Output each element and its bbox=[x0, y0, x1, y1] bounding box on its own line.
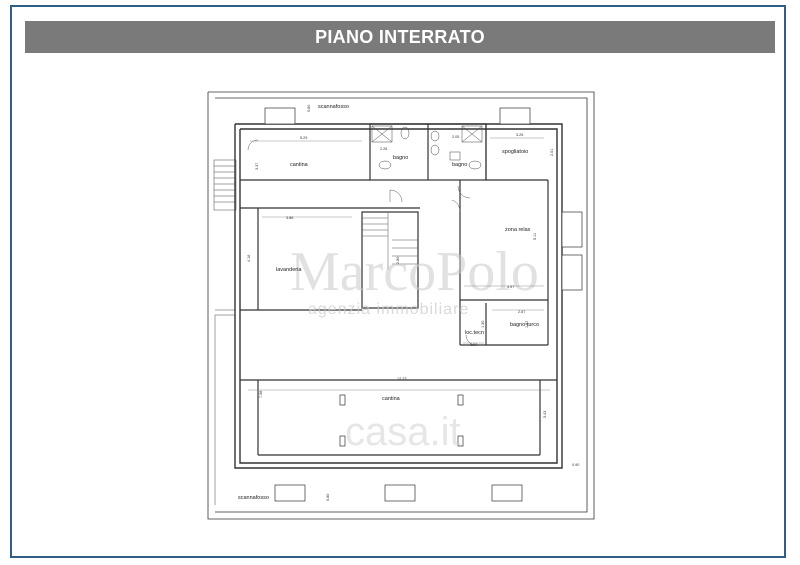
dim-label: 1.87 bbox=[525, 321, 529, 328]
dim-label: 2.05 bbox=[452, 135, 459, 139]
room-label-bagno-1: bagno bbox=[393, 155, 408, 161]
dim-label: 0.90 bbox=[572, 463, 579, 467]
room-label-bagno-2: bagno bbox=[452, 162, 467, 168]
internal-stair bbox=[362, 212, 418, 270]
brand-sub-watermark: agenzia immobiliare bbox=[308, 301, 469, 318]
internal-walls bbox=[240, 123, 557, 456]
dim-label: 3.37 bbox=[255, 163, 259, 170]
room-label-loc-tecn: loc.tecn bbox=[465, 330, 484, 336]
dimension-lines bbox=[248, 137, 550, 391]
dim-label: 4.16 bbox=[247, 255, 251, 262]
door-swings bbox=[247, 139, 477, 346]
dim-label: 1.50 bbox=[470, 343, 477, 347]
dim-label: 12.23 bbox=[397, 377, 407, 381]
excavation-boundary bbox=[207, 91, 595, 520]
dim-label: 0.80 bbox=[326, 494, 330, 501]
page-frame bbox=[10, 5, 786, 558]
dim-label: 4.97 bbox=[507, 285, 514, 289]
dim-label: 7.08 bbox=[259, 391, 263, 398]
external-stair bbox=[213, 159, 237, 505]
page-title: PIANO INTERRATO bbox=[25, 21, 775, 53]
columns bbox=[339, 394, 464, 447]
dim-label: 0.80 bbox=[307, 105, 311, 112]
room-label-lavanderia: lavanderia bbox=[276, 267, 302, 273]
room-label-zona-relax: zona relax bbox=[505, 227, 531, 233]
dim-label: 5.43 bbox=[543, 411, 547, 418]
dim-label: 3.86 bbox=[286, 216, 293, 220]
light-wells bbox=[264, 107, 583, 502]
brand-watermark: MarcoPolo bbox=[290, 241, 539, 303]
dim-label: 1.30 bbox=[481, 321, 485, 328]
label-scannafosso-bottom: scannafosso bbox=[238, 495, 269, 501]
dim-label: 2.80 bbox=[396, 257, 400, 264]
dim-label: 3.26 bbox=[516, 133, 523, 137]
dim-label: 5.11 bbox=[533, 233, 537, 240]
dim-label: 5.29 bbox=[300, 136, 307, 140]
dim-label: 2.01 bbox=[550, 149, 554, 156]
room-label-bagno-turco: bagno turco bbox=[510, 322, 539, 328]
site-watermark: casa.it bbox=[345, 410, 461, 454]
dim-label: 2.26 bbox=[380, 147, 387, 151]
room-label-spogliatoio: spogliatoio bbox=[502, 149, 528, 155]
room-label-cantina-top: cantina bbox=[290, 162, 309, 168]
dim-label: 2.67 bbox=[518, 310, 525, 314]
room-label-cantina-bottom: cantina bbox=[382, 396, 401, 402]
bathroom-fixtures bbox=[371, 125, 483, 170]
label-scannafosso-top: scannafosso bbox=[318, 104, 349, 110]
